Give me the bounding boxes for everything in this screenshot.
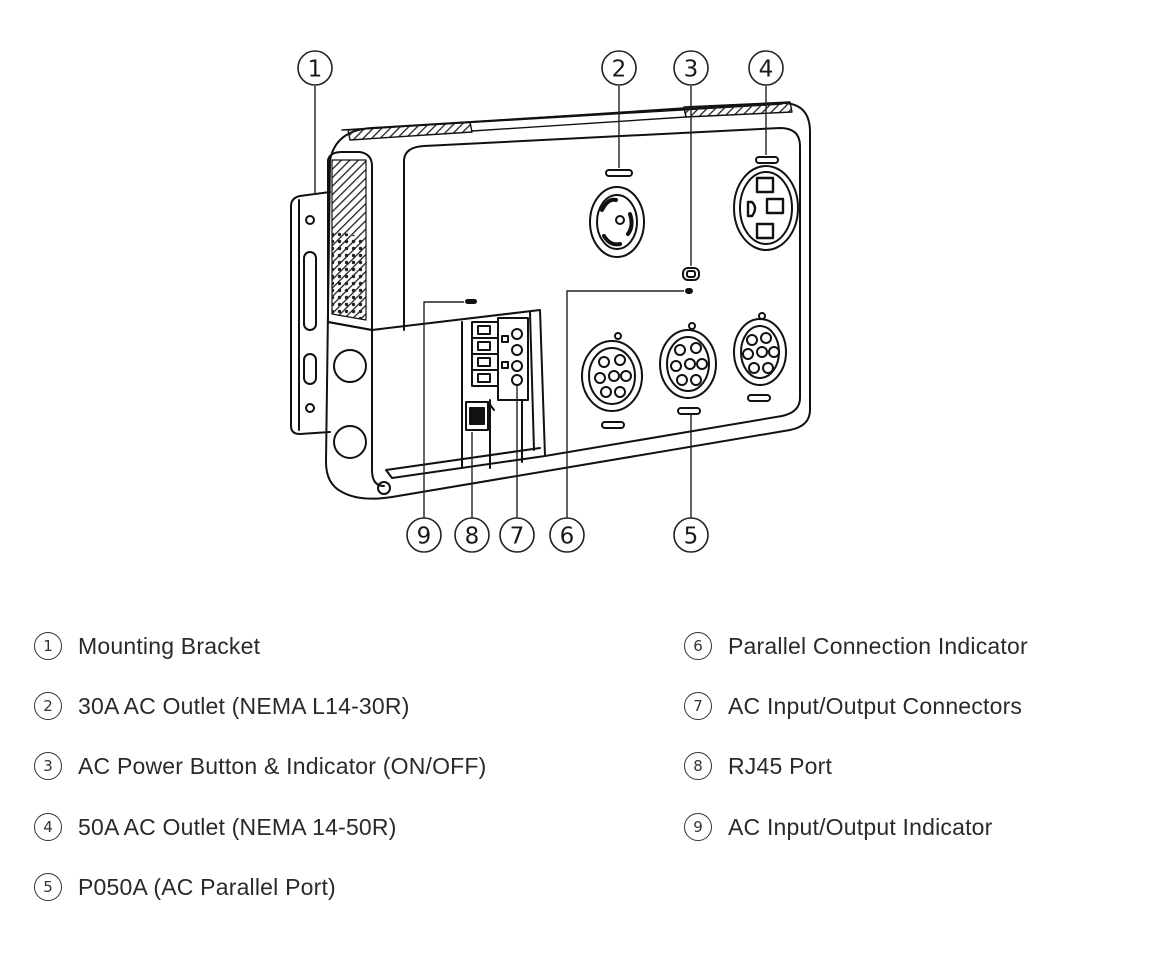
- legend-number: 9: [684, 813, 712, 841]
- callout-4: 4: [748, 50, 784, 86]
- outlet-50a: [733, 156, 799, 251]
- legend-label: 30A AC Outlet (NEMA L14-30R): [78, 692, 410, 719]
- svg-text:4: 4: [759, 57, 774, 83]
- svg-text:2: 2: [612, 57, 627, 83]
- svg-text:7: 7: [510, 524, 525, 550]
- svg-text:5: 5: [684, 524, 699, 550]
- legend-item-mounting-bracket: 1 Mounting Bracket: [34, 630, 260, 662]
- vent-panel: [327, 151, 373, 331]
- legend-label: AC Power Button & Indicator (ON/OFF): [78, 752, 487, 779]
- legend-item-power-button: 3 AC Power Button & Indicator (ON/OFF): [34, 750, 487, 782]
- svg-text:9: 9: [417, 524, 432, 550]
- svg-text:8: 8: [465, 524, 480, 550]
- callout-9: 9: [406, 517, 442, 553]
- legend-number: 7: [684, 692, 712, 720]
- svg-text:3: 3: [684, 57, 699, 83]
- legend-item-50a-outlet: 4 50A AC Outlet (NEMA 14-50R): [34, 811, 397, 843]
- leader-lines: [314, 86, 767, 518]
- legend-label: RJ45 Port: [728, 752, 833, 779]
- legend-label: AC Input/Output Indicator: [728, 813, 993, 840]
- legend-number: 5: [34, 873, 62, 901]
- legend-number: 3: [34, 752, 62, 780]
- legend-number: 4: [34, 813, 62, 841]
- device-body: [325, 101, 811, 500]
- legend-number: 2: [34, 692, 62, 720]
- legend-label: Mounting Bracket: [78, 632, 261, 659]
- legend-number: 6: [684, 632, 712, 660]
- legend-item-ac-connectors: 7 AC Input/Output Connectors: [684, 690, 1022, 722]
- legend-label: 50A AC Outlet (NEMA 14-50R): [78, 813, 397, 840]
- callout-1: 1: [297, 50, 333, 86]
- legend-number: 1: [34, 632, 62, 660]
- callout-3: 3: [673, 50, 709, 86]
- wiring-compartment: [371, 309, 546, 479]
- device-diagram: 1 2 3 4 5 6 7 8 9: [290, 50, 811, 553]
- legend-item-ac-indicator: 9 AC Input/Output Indicator: [684, 811, 993, 843]
- legend-item-parallel-indicator: 6 Parallel Connection Indicator: [684, 630, 1028, 662]
- svg-text:1: 1: [308, 57, 323, 83]
- legend-label: Parallel Connection Indicator: [728, 632, 1028, 659]
- outlet-30a: [589, 169, 645, 258]
- callout-2: 2: [601, 50, 637, 86]
- legend-item-30a-outlet: 2 30A AC Outlet (NEMA L14-30R): [34, 690, 410, 722]
- legend-label: AC Input/Output Connectors: [728, 692, 1023, 719]
- callout-7: 7: [499, 517, 535, 553]
- callout-5: 5: [673, 517, 709, 553]
- legend-item-parallel-port: 5 P050A (AC Parallel Port): [34, 871, 336, 903]
- legend-label: P050A (AC Parallel Port): [78, 873, 336, 900]
- svg-text:6: 6: [560, 524, 575, 550]
- legend-item-rj45-port: 8 RJ45 Port: [684, 750, 832, 782]
- legend-number: 8: [684, 752, 712, 780]
- callouts: 1 2 3 4 5 6 7 8 9: [297, 50, 784, 553]
- callout-8: 8: [454, 517, 490, 553]
- mounting-bracket: [290, 191, 331, 435]
- callout-6: 6: [549, 517, 585, 553]
- parallel-ports: [581, 312, 787, 429]
